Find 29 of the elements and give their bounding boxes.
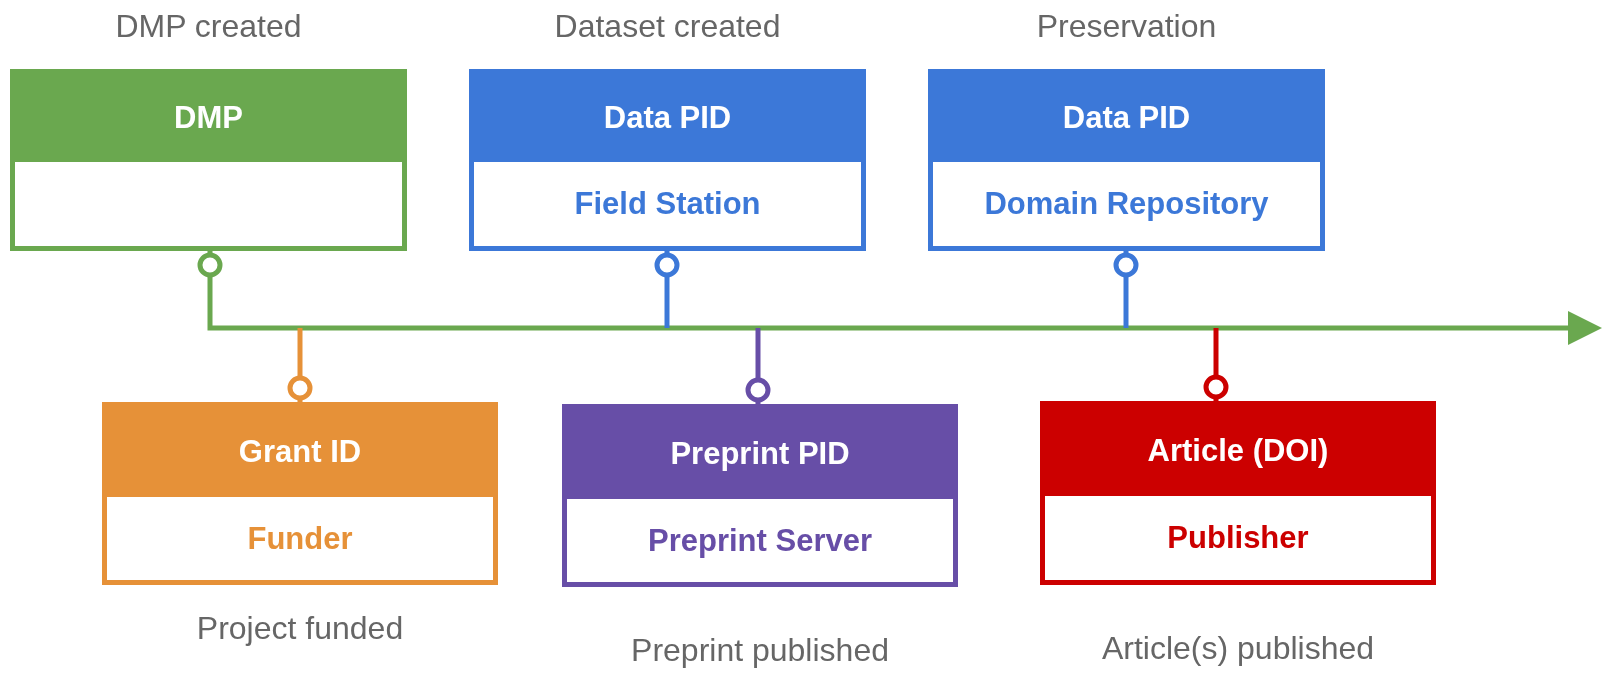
identifier-card [1040, 401, 1436, 585]
connector-line [745, 328, 771, 404]
card-title: Preprint PID [567, 409, 953, 499]
identifier-card [469, 69, 866, 251]
card-title: Data PID [933, 74, 1320, 162]
identifier-card [562, 404, 958, 587]
card-title: Data PID [474, 74, 861, 162]
timeline-arrow [197, 251, 1602, 345]
identifier-card [928, 69, 1325, 251]
card-title: Grant ID [107, 407, 493, 497]
milestone-label: Dataset created [554, 7, 781, 45]
card-body-text: Preprint Server [647, 521, 873, 560]
connector-line [1113, 251, 1139, 328]
card-title: Article (DOI) [1045, 406, 1431, 496]
connector-line [1203, 328, 1229, 401]
milestone-label: Article(s) published [1101, 629, 1375, 667]
card-body-text: Funder [246, 519, 354, 558]
milestone-label: Project funded [196, 609, 404, 647]
card-title: DMP [15, 74, 402, 162]
milestone-label: Preservation [1036, 7, 1217, 45]
connector-line [654, 251, 680, 328]
identifier-card [10, 69, 407, 251]
card-body-text: Field Station [573, 185, 762, 223]
milestone-label: Preprint published [631, 631, 889, 669]
card-body-text: Publisher [1166, 519, 1310, 557]
connector-line [287, 328, 313, 402]
milestone-label: DMP created [115, 7, 302, 45]
card-body-text: Domain Repository [983, 185, 1270, 223]
identifier-card [102, 402, 498, 585]
